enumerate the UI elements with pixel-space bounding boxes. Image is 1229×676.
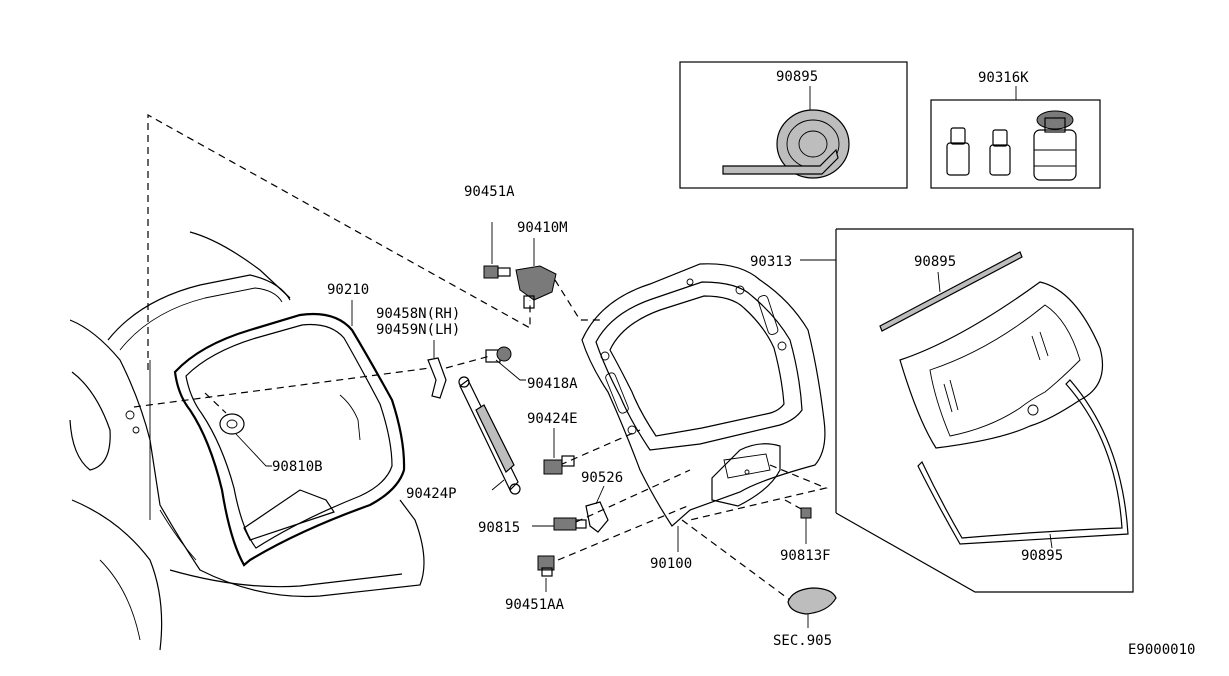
hinge-90410m bbox=[515, 238, 557, 309]
label-90316k: 90316K bbox=[978, 70, 1029, 86]
label-90410m: 90410M bbox=[517, 220, 568, 236]
bolt-90451a bbox=[483, 222, 511, 279]
bracket-90458n bbox=[427, 340, 447, 399]
label-90813f: 90813F bbox=[780, 548, 831, 564]
label-90458n: 90458N(RH) bbox=[376, 306, 460, 322]
kit-box-90316k bbox=[930, 86, 1101, 189]
label-90815: 90815 bbox=[478, 520, 520, 536]
label-90210: 90210 bbox=[327, 282, 369, 298]
handle-sec905 bbox=[787, 587, 837, 628]
label-90895-kit: 90895 bbox=[776, 69, 818, 85]
label-90459n: 90459N(LH) bbox=[376, 322, 460, 338]
lock-90526 bbox=[585, 485, 609, 533]
label-90451aa: 90451AA bbox=[505, 597, 565, 613]
label-90418a: 90418A bbox=[527, 376, 578, 392]
ball-joint-90418a bbox=[485, 346, 526, 381]
gas-strut-90424p bbox=[458, 376, 521, 495]
diagram-id: E9000010 bbox=[1128, 642, 1195, 658]
label-90895-lower: 90895 bbox=[1021, 548, 1063, 564]
kit-box-90895 bbox=[679, 61, 908, 189]
label-90424p: 90424P bbox=[406, 486, 457, 502]
rear-glass-box bbox=[800, 228, 1134, 593]
label-90526: 90526 bbox=[581, 470, 623, 486]
label-90100: 90100 bbox=[650, 556, 692, 572]
grommet-90810b bbox=[219, 413, 272, 467]
label-90313: 90313 bbox=[750, 254, 792, 270]
label-90451a: 90451A bbox=[464, 184, 515, 200]
screw-90813f bbox=[800, 507, 812, 544]
label-sec905: SEC.905 bbox=[773, 633, 832, 649]
label-90895-upper: 90895 bbox=[914, 254, 956, 270]
weatherstrip-90210 bbox=[173, 300, 406, 567]
bolt-90451aa bbox=[537, 555, 555, 592]
fitting-90424e bbox=[543, 428, 575, 475]
label-90810b: 90810B bbox=[272, 459, 323, 475]
back-door-90100 bbox=[581, 263, 826, 552]
label-90424e: 90424E bbox=[527, 411, 578, 427]
vehicle-body bbox=[69, 231, 425, 651]
switch-90815 bbox=[532, 517, 587, 531]
